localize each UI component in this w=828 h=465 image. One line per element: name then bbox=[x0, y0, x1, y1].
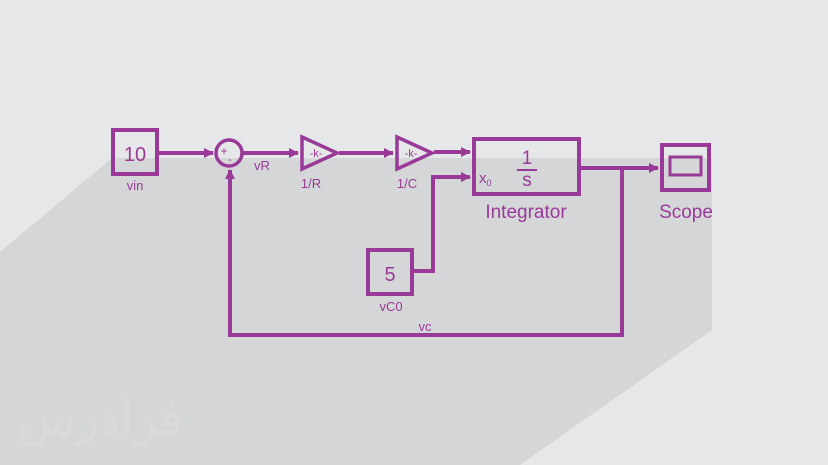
gain-r-block[interactable] bbox=[300, 134, 342, 172]
sum-minus-sign: - bbox=[228, 154, 232, 166]
sum-block[interactable] bbox=[214, 138, 244, 168]
wire-vc0-to-integrator[interactable] bbox=[412, 172, 471, 273]
sum-plus-sign: + bbox=[220, 144, 227, 158]
gain-c-symbol: -k- bbox=[405, 148, 418, 160]
integrator-label: Integrator bbox=[485, 202, 567, 223]
wire-feedback-vc[interactable] bbox=[225, 168, 624, 337]
scope-label: Scope bbox=[659, 202, 713, 223]
long-shadow bbox=[0, 158, 712, 465]
integrator-denominator: s bbox=[522, 170, 532, 191]
gain-r-symbol: -k- bbox=[310, 148, 323, 160]
vc0-constant-block[interactable] bbox=[366, 248, 414, 296]
vc-signal-label: vc bbox=[419, 319, 433, 334]
gain-c-block[interactable] bbox=[395, 134, 437, 172]
scope-block[interactable] bbox=[660, 143, 711, 192]
vr-signal-label: vR bbox=[254, 158, 270, 173]
gain-r-label: 1/R bbox=[301, 176, 321, 191]
vc0-value: 5 bbox=[384, 264, 395, 286]
vin-constant-block[interactable] bbox=[111, 128, 159, 176]
vin-value: 10 bbox=[124, 144, 146, 166]
integrator-x0-port: x0 bbox=[479, 170, 492, 188]
vin-label: vin bbox=[127, 178, 144, 193]
integrator-block[interactable] bbox=[472, 137, 581, 196]
gain-c-label: 1/C bbox=[397, 176, 417, 191]
scope-screen-icon bbox=[668, 155, 703, 177]
vc0-label: vC0 bbox=[379, 299, 402, 314]
watermark-logo: فرادرس bbox=[17, 393, 183, 447]
integrator-numerator: 1 bbox=[522, 148, 533, 169]
